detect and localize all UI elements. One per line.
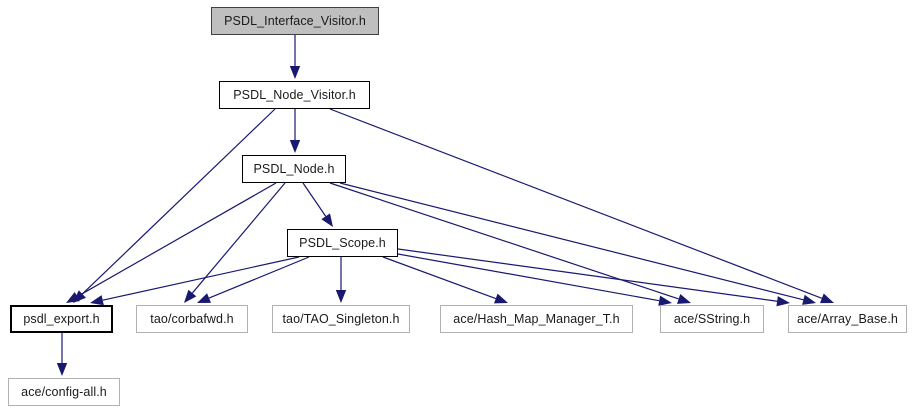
graph-node-ace_config_all[interactable]: ace/config-all.h	[8, 378, 120, 406]
graph-node-ace_hash_map_manager[interactable]: ace/Hash_Map_Manager_T.h	[440, 305, 633, 333]
arrowhead-icon	[819, 293, 834, 304]
graph-edge-psdl_node-to-psdl_export	[66, 182, 277, 303]
graph-node-label: PSDL_Node.h	[253, 161, 335, 176]
arrowhead-icon	[197, 293, 212, 303]
graph-node-label: PSDL_Interface_Visitor.h	[224, 13, 366, 28]
graph-node-psdl_export[interactable]: psdl_export.h	[10, 305, 113, 333]
graph-node-label: ace/config-all.h	[21, 384, 107, 399]
graph-edge-psdl_node-to-psdl_scope	[302, 182, 333, 227]
graph-node-psdl_node[interactable]: PSDL_Node.h	[242, 155, 346, 183]
graph-edge-psdl_export-to-ace_config_all	[56, 333, 68, 376]
arrowhead-icon	[321, 213, 333, 227]
graph-node-label: psdl_export.h	[23, 311, 100, 326]
arrowhead-icon	[56, 363, 68, 376]
graph-node-label: PSDL_Scope.h	[299, 235, 386, 250]
graph-node-label: ace/Hash_Map_Manager_T.h	[453, 311, 620, 326]
arrowhead-icon	[335, 290, 347, 303]
graph-node-ace_sstring[interactable]: ace/SString.h	[660, 305, 764, 333]
arrowhead-icon	[289, 66, 301, 79]
graph-edge-psdl_scope-to-psdl_export	[90, 256, 300, 306]
arrowhead-icon	[184, 289, 197, 303]
graph-node-tao_corbafwd[interactable]: tao/corbafwd.h	[136, 305, 248, 333]
graph-edge-psdl_node_visitor-to-ace_array_base	[329, 108, 834, 304]
graph-edge-psdl_scope-to-ace_sstring	[397, 253, 672, 306]
arrowhead-icon	[90, 295, 104, 306]
graph-node-label: ace/SString.h	[673, 311, 751, 326]
graph-node-label: tao/corbafwd.h	[150, 311, 234, 326]
graph-edge-psdl_node-to-ace_array_base	[339, 182, 816, 305]
arrowhead-icon	[66, 292, 80, 303]
graph-edge-psdl_interface_visitor-to-psdl_node_visitor	[289, 35, 301, 79]
graph-node-psdl_node_visitor[interactable]: PSDL_Node_Visitor.h	[219, 81, 370, 109]
graph-edge-psdl_scope-to-ace_array_base	[397, 248, 790, 307]
graph-node-label: ace/Array_Base.h	[797, 311, 898, 326]
graph-edge-psdl_scope-to-ace_hash_map_manager	[382, 256, 508, 304]
graph-node-ace_array_base[interactable]: ace/Array_Base.h	[788, 305, 907, 333]
graph-edge-psdl_scope-to-tao_corbafwd	[197, 256, 310, 303]
graph-edge-psdl_scope-to-tao_tao_singleton	[335, 257, 347, 303]
arrowhead-icon	[802, 294, 816, 305]
graph-node-psdl_interface_visitor[interactable]: PSDL_Interface_Visitor.h	[211, 7, 379, 35]
graph-edge-psdl_node_visitor-to-psdl_node	[289, 109, 301, 153]
graph-edge-psdl_node-to-tao_corbafwd	[184, 182, 286, 303]
graph-node-tao_tao_singleton[interactable]: tao/TAO_Singleton.h	[272, 305, 410, 333]
arrowhead-icon	[73, 290, 86, 303]
graph-node-psdl_scope[interactable]: PSDL_Scope.h	[287, 229, 398, 257]
arrowhead-icon	[677, 293, 691, 304]
graph-edge-psdl_node_visitor-to-psdl_export	[73, 108, 276, 303]
arrowhead-icon	[494, 293, 508, 304]
graph-node-label: PSDL_Node_Visitor.h	[233, 87, 356, 102]
arrowhead-icon	[289, 140, 301, 153]
graph-node-label: tao/TAO_Singleton.h	[282, 311, 400, 326]
